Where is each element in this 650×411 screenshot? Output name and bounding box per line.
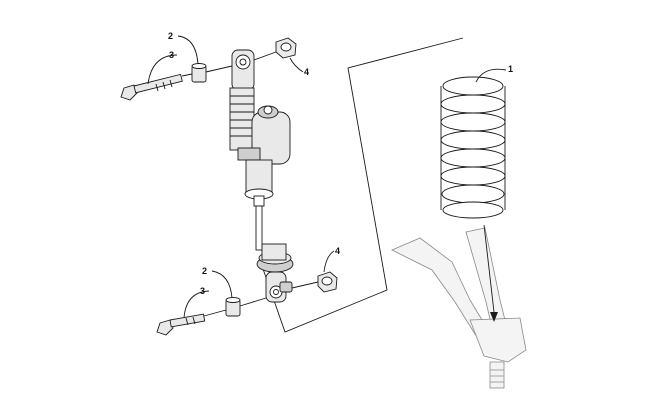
nut-bottom	[317, 271, 338, 293]
bushing-top	[191, 63, 207, 83]
a-arm	[391, 224, 527, 389]
assembly-reference-line	[261, 37, 464, 333]
callout-nut-top: 4	[304, 67, 309, 77]
callout-bushing-top: 2	[168, 31, 173, 41]
callout-nut-bottom: 4	[335, 246, 340, 256]
callout-bushing-bottom: 2	[202, 266, 207, 276]
axis-top-right	[253, 51, 277, 61]
callout-bolt-top: 3	[169, 50, 174, 60]
axis-bottom-right	[291, 281, 319, 289]
leader-lines	[147, 35, 507, 319]
bolt-bottom	[156, 313, 206, 336]
bolt-top	[120, 73, 183, 101]
nut-top	[275, 37, 297, 59]
axis-top-mid	[205, 65, 233, 73]
coil-spring	[440, 76, 506, 219]
bushing-bottom	[225, 297, 241, 317]
axis-top-left	[181, 73, 193, 77]
axis-bottom-mid	[239, 297, 267, 307]
shock-absorber	[229, 49, 294, 303]
axis-bottom-left	[203, 309, 227, 317]
callout-bolt-bottom: 3	[200, 286, 205, 296]
callout-spring: 1	[508, 64, 513, 74]
install-arrow	[490, 312, 498, 322]
